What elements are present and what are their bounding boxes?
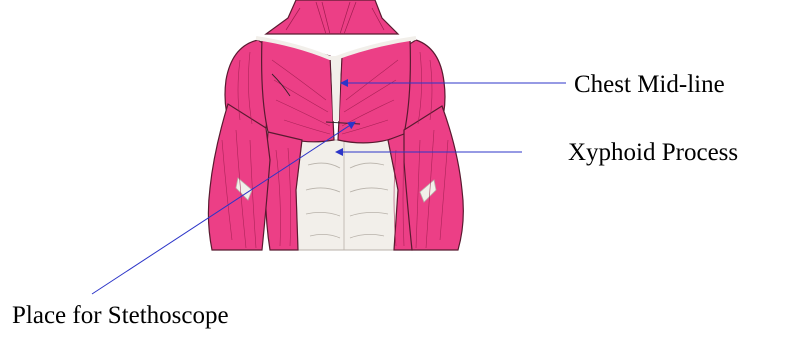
neck bbox=[266, 0, 398, 34]
stethoscope-place-label: Place for Stethoscope bbox=[12, 303, 229, 328]
abdomen-skin bbox=[296, 140, 398, 250]
torso-illustration bbox=[208, 0, 463, 250]
xyphoid-process-label: Xyphoid Process bbox=[568, 140, 738, 165]
chest-midline-label: Chest Mid-line bbox=[574, 72, 725, 97]
left-oblique bbox=[265, 132, 302, 250]
right-arm bbox=[404, 106, 463, 250]
sternum bbox=[332, 58, 340, 120]
